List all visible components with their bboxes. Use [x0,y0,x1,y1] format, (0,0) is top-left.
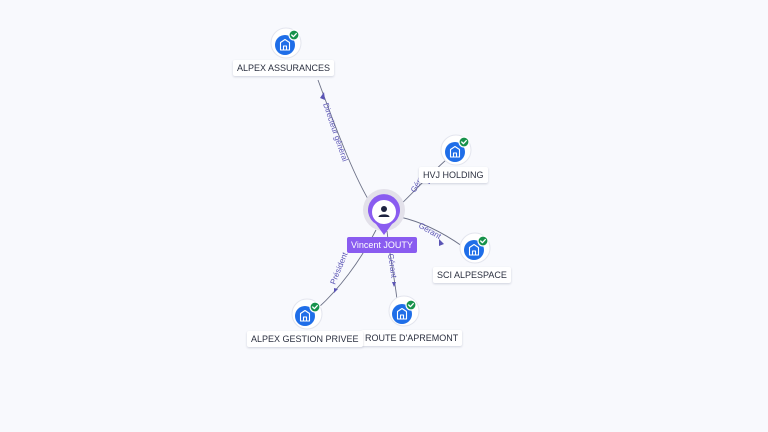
company-node-sci-alpespace[interactable] [459,232,491,264]
edge-role-label: Directeur général [321,102,350,163]
verified-check-icon [309,301,321,313]
company-label-alpex-assurances[interactable]: ALPEX ASSURANCES [233,60,335,76]
company-label-hvj-holding[interactable]: HVJ HOLDING [419,167,488,183]
building-icon [279,38,291,51]
company-label-alpex-gestion-privee[interactable]: ALPEX GESTION PRIVEE [247,331,363,347]
edge-role-label: Président [329,250,350,285]
edge-arrow [320,92,325,100]
company-node-route-apremont[interactable] [388,295,420,327]
verified-check-icon [405,299,417,311]
edge-arrow [334,288,338,293]
person-icon [378,206,390,217]
building-icon [396,307,408,320]
building-icon [468,243,480,256]
edge-alpex-assurances [317,79,372,205]
person-name-label[interactable]: Vincent JOUTY [347,237,417,253]
building-icon [299,309,311,322]
edge-role-label: Gérant [386,253,398,279]
verified-check-icon [458,136,470,148]
company-label-sci-alpespace[interactable]: SCI ALPESPACE [433,267,511,283]
verified-check-icon [477,235,489,247]
edge-arrow [439,239,444,246]
person-node[interactable] [363,189,405,235]
edge-role-label: Gérant [417,221,443,241]
company-node-alpex-gestion-privee[interactable] [291,298,323,330]
company-label-route-apremont[interactable]: ROUTE D'APREMONT [361,330,463,346]
building-icon [449,145,461,158]
company-node-hvj-holding[interactable] [440,134,472,166]
edge-sci-alpespace [399,216,463,247]
edge-arrow [392,282,396,287]
company-node-alpex-assurances[interactable] [270,27,302,59]
verified-check-icon [288,29,300,41]
